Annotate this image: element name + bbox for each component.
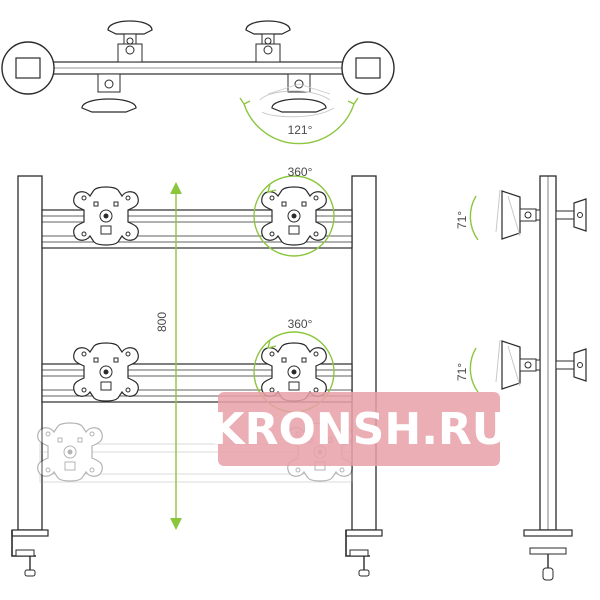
rotation-label-lower: 360°: [288, 317, 313, 331]
top-bar: [29, 61, 381, 75]
rotation-circle-upper: [253, 175, 335, 257]
right-post: [351, 175, 377, 531]
side-arm-lower: [495, 339, 587, 390]
height-dimension: [170, 182, 182, 530]
top-head-left-lower: [81, 73, 137, 113]
rotation-label-upper: 360°: [288, 165, 313, 179]
tilt-arc-upper: [469, 195, 479, 241]
watermark: KRONSH.RU: [210, 392, 508, 466]
tilt-label-lower: 71°: [455, 363, 469, 381]
watermark-text: KRONSH.RU: [210, 404, 507, 455]
desk-clamp-left: [11, 529, 49, 577]
swivel-angle-arc: [239, 83, 359, 145]
left-clamp-disk: [1, 41, 55, 95]
swivel-angle-label: 121°: [288, 123, 313, 137]
tilt-label-upper: 71°: [455, 211, 469, 229]
tilt-arc-lower: [469, 347, 479, 393]
front-view: 360° 360° 800: [11, 165, 383, 577]
side-desk-clamp: [523, 529, 573, 581]
side-view: 71° 71°: [455, 175, 587, 581]
top-head-right-lower: [259, 73, 335, 118]
top-view: 121°: [1, 20, 395, 145]
right-clamp-disk: [341, 41, 395, 95]
top-head-left-upper: [107, 20, 153, 63]
height-label: 800: [155, 312, 169, 332]
top-head-right-upper: [245, 20, 291, 63]
side-arm-upper: [495, 189, 587, 240]
desk-clamp-right: [345, 529, 383, 577]
left-post: [17, 175, 43, 531]
